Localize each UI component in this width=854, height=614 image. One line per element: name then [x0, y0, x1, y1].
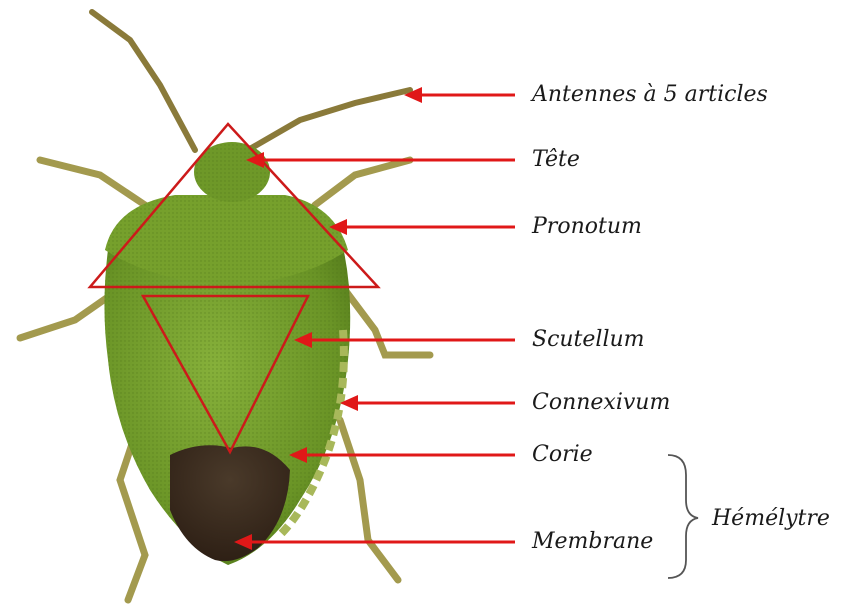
label-connexivum: Connexivum	[532, 392, 670, 414]
hemelytre-brace	[668, 455, 698, 578]
label-membrane: Membrane	[532, 531, 653, 553]
label-hemelytre: Hémélytre	[712, 508, 830, 530]
arrow-pronotum	[329, 219, 515, 235]
label-scutellum: Scutellum	[532, 329, 645, 351]
arrow-antennes	[404, 87, 515, 103]
label-corie: Corie	[532, 444, 593, 466]
label-tete: Tête	[532, 149, 580, 171]
membrane-region	[170, 445, 290, 561]
label-antennes: Antennes à 5 articles	[532, 84, 768, 106]
antennae	[92, 12, 410, 150]
arrow-connexivum	[340, 395, 515, 411]
label-pronotum: Pronotum	[532, 216, 642, 238]
